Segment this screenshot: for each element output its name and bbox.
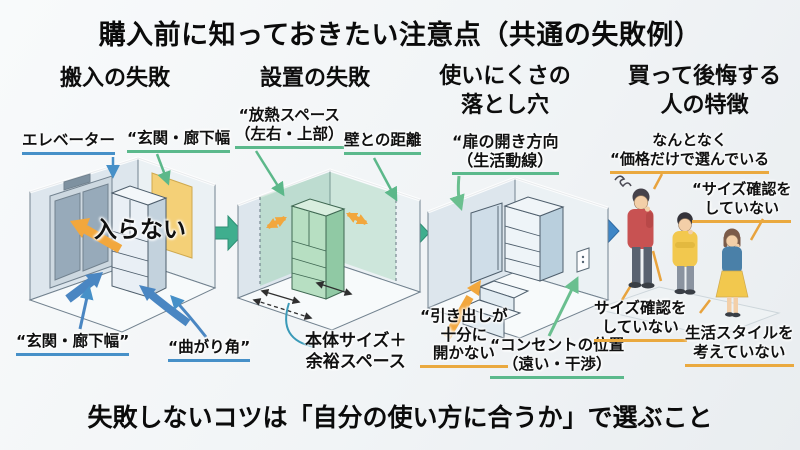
- green-fridge-icon: [290, 198, 346, 300]
- label-does-not-fit: 入らない: [94, 217, 186, 243]
- person-size: [672, 212, 698, 295]
- label-price-only-line2: “価格だけで選んでいる: [610, 150, 770, 168]
- label-body-size-line2: 余裕スペース: [305, 352, 406, 372]
- person-price: [614, 175, 655, 289]
- label-door-direction-line1: “扉の開き方向: [452, 132, 559, 151]
- label-lifestyle-line1: 生活スタイルを: [685, 324, 794, 342]
- label-size-check-top: “サイズ確認を していない: [692, 180, 792, 223]
- label-size-check-bottom-line2: していない: [601, 318, 679, 336]
- label-drawer: “引き出しが 十分に 開かない: [420, 307, 508, 368]
- label-drawer-line1: “引き出しが: [420, 307, 508, 325]
- usability-arrows: [443, 175, 579, 339]
- label-corner: “曲がり角”: [168, 338, 251, 362]
- people-illustration: [594, 173, 781, 338]
- section-header-usability-line1: 使いにくさの: [439, 64, 571, 89]
- open-fridge-icon: [461, 196, 565, 339]
- person-lifestyle: [715, 228, 749, 318]
- section-header-usability: 使いにくさの 落とし穴: [425, 62, 585, 120]
- label-body-size-line1: 本体サイズ＋: [305, 331, 407, 351]
- label-outlet-position: “コンセントの位置 （遠い・干渉）: [490, 336, 625, 379]
- leader-line: [620, 173, 765, 314]
- label-elevator: エレベーター: [22, 131, 116, 155]
- label-lifestyle: 生活スタイルを 考えていない: [685, 324, 794, 367]
- outlet-icon: [576, 247, 590, 273]
- fridge-icon: [110, 185, 168, 298]
- label-entrance-width-top: “玄関・廊下幅: [127, 129, 231, 153]
- section-header-install: 設置の失敗: [259, 66, 370, 91]
- label-heat-space-line2: （左右・上部）: [235, 125, 344, 143]
- label-outlet-position-line1: “コンセントの位置: [490, 336, 625, 354]
- label-drawer-line2: 十分に: [440, 325, 488, 344]
- section-header-usability-line2: 落とし穴: [460, 93, 549, 118]
- label-drawer-line3: 開かない: [432, 344, 495, 362]
- label-outlet-position-line2: （遠い・干渉）: [502, 355, 612, 373]
- label-wall-distance: 壁との距離: [344, 131, 422, 155]
- label-lifestyle-line2: 考えていない: [693, 343, 786, 361]
- section-header-regret: 買って後悔する 人の特徴: [612, 62, 797, 120]
- label-heat-space-line1: “放熱スペース: [238, 106, 340, 124]
- footer-tagline: 失敗しないコツは「自分の使い方に合うか」で選ぶこと: [87, 403, 713, 432]
- section-header-carry: 搬入の失敗: [59, 66, 170, 91]
- label-size-check-bottom-line1: サイズ確認を: [594, 299, 687, 317]
- section-header-regret-line2: 人の特徴: [660, 93, 749, 118]
- label-size-check-top-line2: していない: [704, 199, 779, 217]
- label-price-only: なんとなく “価格だけで選んでいる: [610, 131, 770, 174]
- carry-room-illustration: [28, 156, 217, 333]
- label-price-only-line1: なんとなく: [652, 131, 727, 149]
- label-size-check-top-line1: “サイズ確認を: [692, 180, 792, 198]
- page-title: 購入前に知っておきたい注意点（共通の失敗例）: [98, 20, 702, 51]
- label-entrance-width-bottom: “玄関・廊下幅”: [16, 332, 130, 356]
- clearance-arrows-icon: [252, 150, 398, 348]
- label-door-direction-line2: （生活動線）: [457, 151, 554, 170]
- label-size-check-bottom: サイズ確認を していない: [594, 299, 687, 342]
- label-door-direction: “扉の開き方向 （生活動線）: [452, 132, 559, 175]
- label-body-size: 本体サイズ＋ 余裕スペース: [305, 331, 407, 373]
- carry-arrows: [65, 153, 208, 338]
- label-heat-space: “放熱スペース （左右・上部）: [235, 106, 344, 149]
- section-header-regret-line1: 買って後悔する: [628, 64, 781, 89]
